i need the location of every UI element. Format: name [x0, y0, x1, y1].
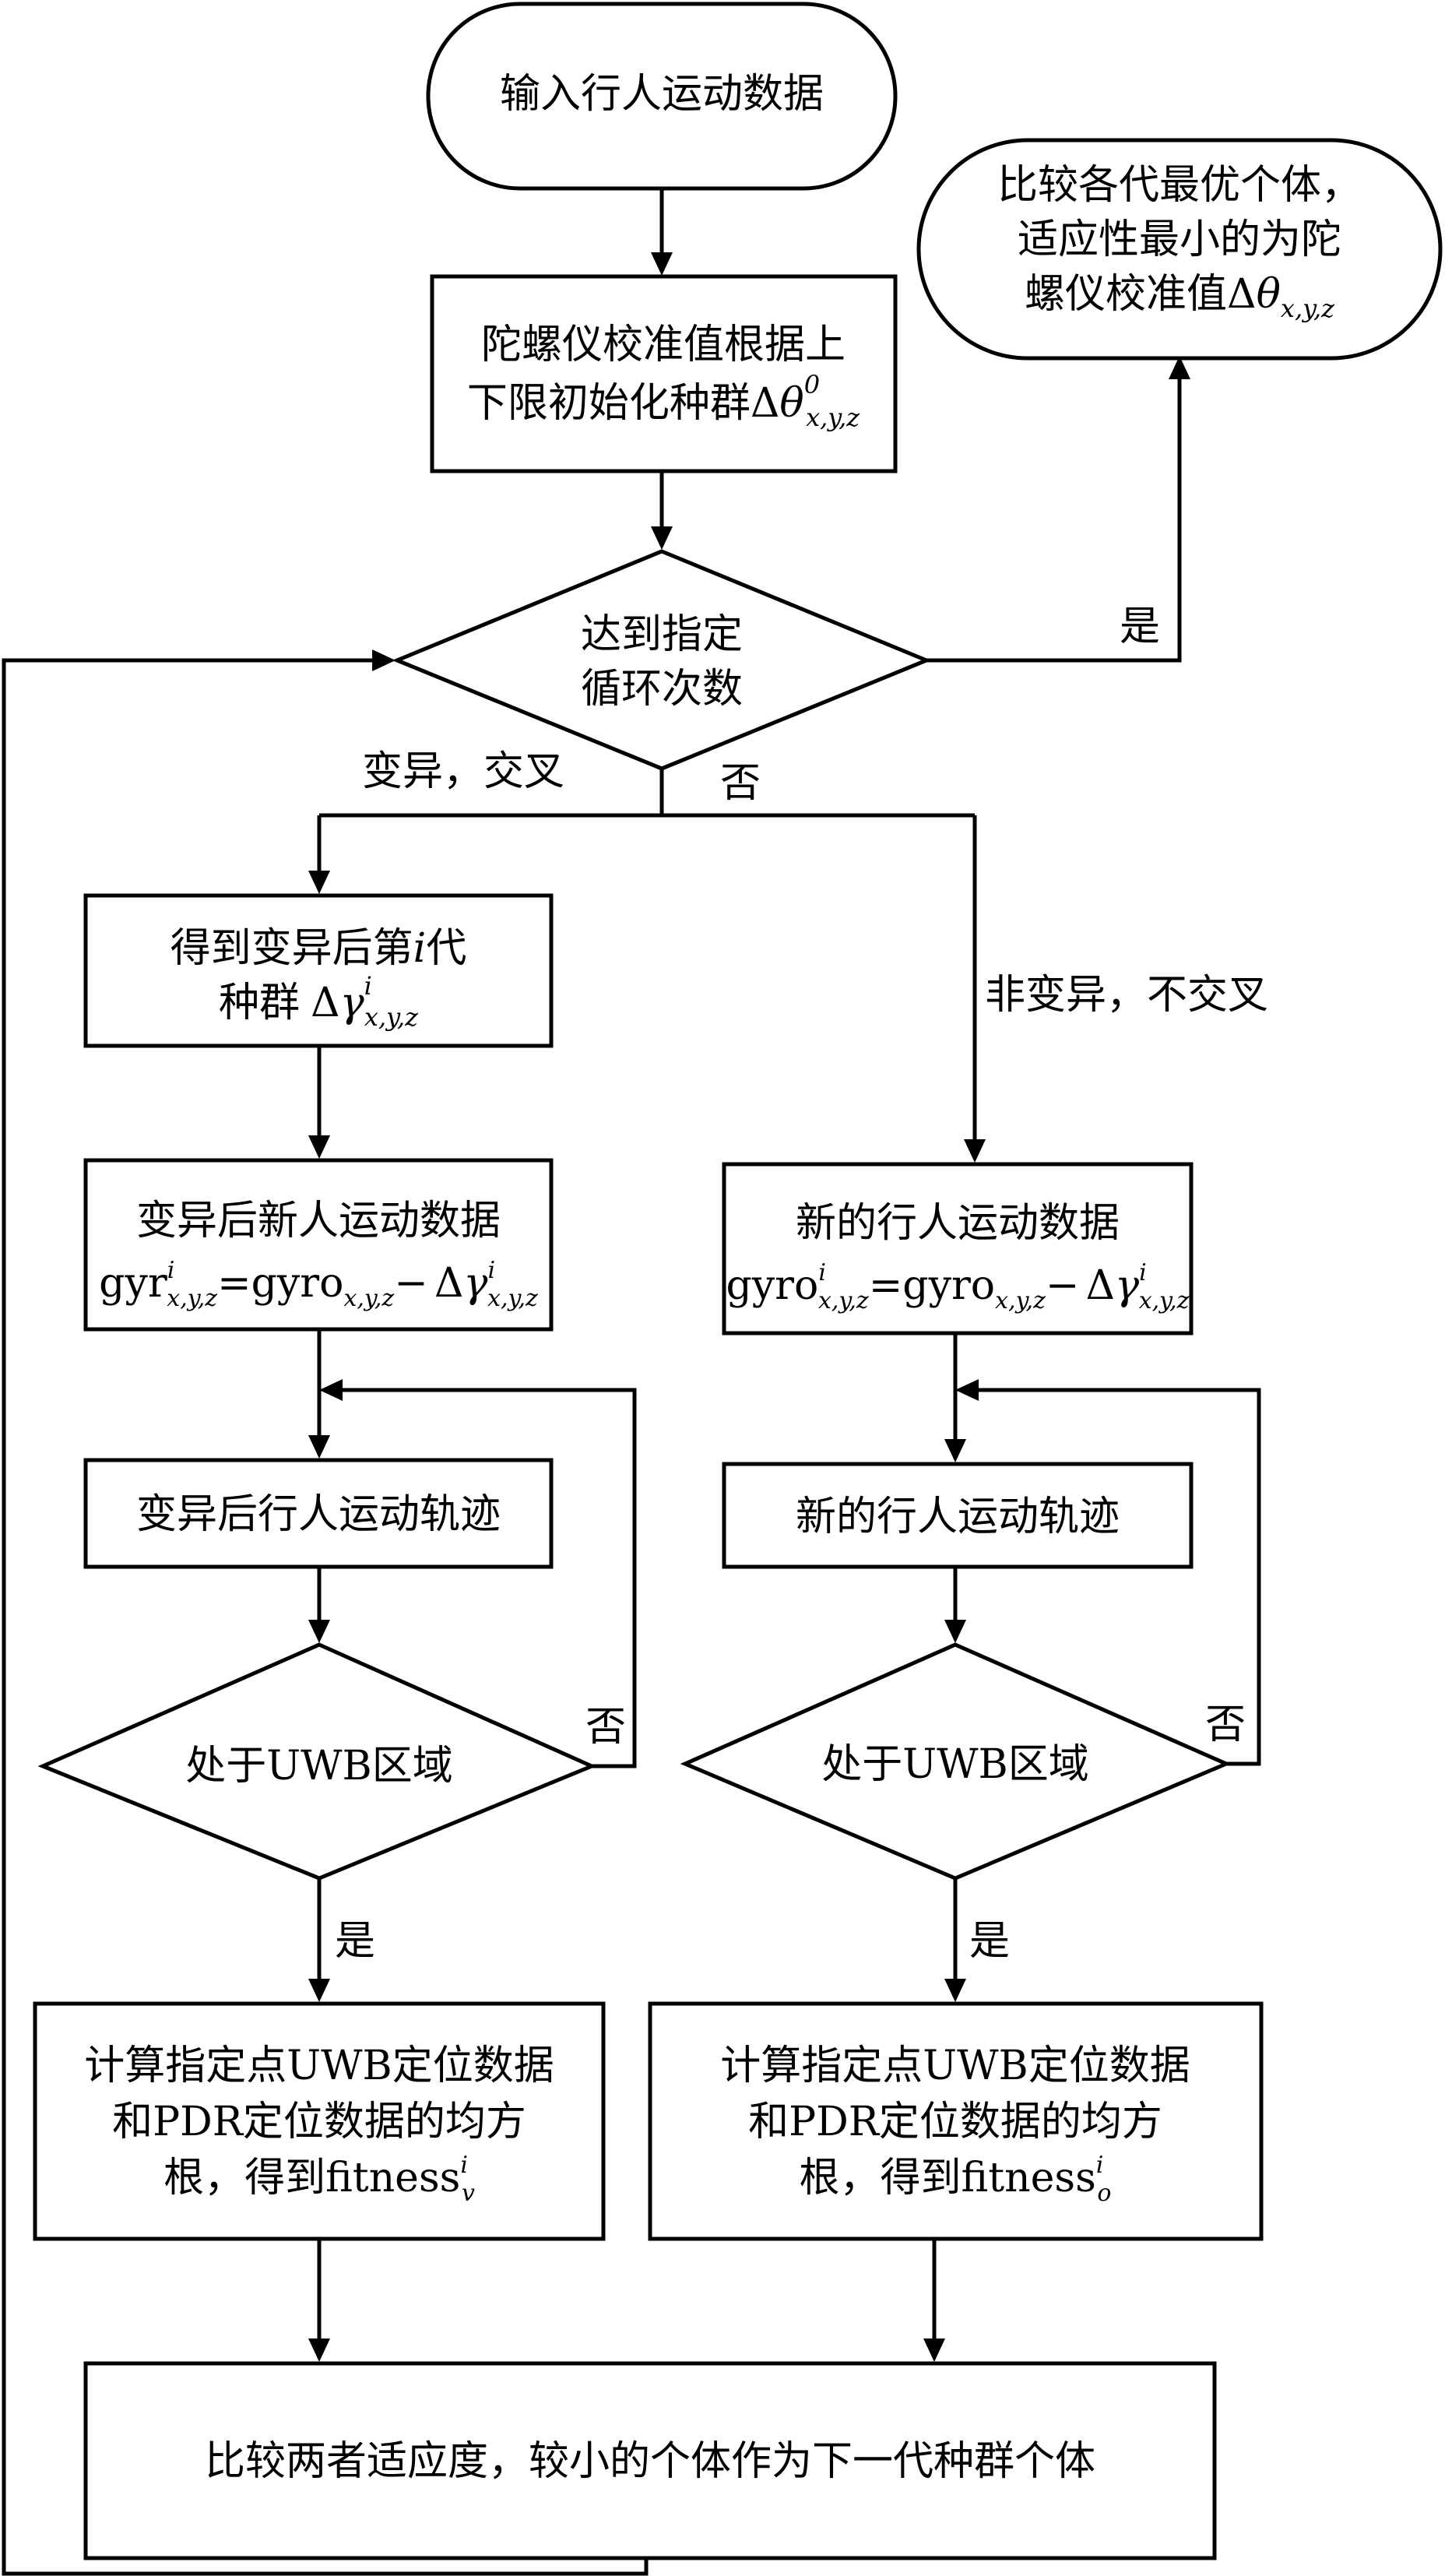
arrowhead	[1169, 356, 1190, 379]
label-yes-left: 是	[335, 1918, 375, 1965]
label-yes-right: 是	[969, 1918, 1010, 1965]
end-line2: 适应性最小的为陀	[1018, 216, 1341, 263]
mutated-traj-text: 变异后行人运动轨迹	[136, 1491, 501, 1538]
end-node: 比较各代最优个体， 适应性最小的为陀 螺仪校准值Δθx,y,z	[916, 138, 1443, 361]
label-no-mutate-cross: 非变异，不交叉	[985, 972, 1268, 1019]
mutated-data-line1: 变异后新人运动数据	[136, 1198, 501, 1244]
arrowhead	[651, 252, 673, 276]
uwb-left-decision-node: 处于UWB区域	[37, 1642, 597, 1881]
loop-decision-node: 达到指定 循环次数	[392, 549, 932, 771]
arrowhead	[923, 2338, 945, 2362]
arrowhead	[964, 1139, 986, 1163]
edge-uwb-left-no	[339, 1388, 637, 1768]
edge-labels: 是 否 变异，交叉 非变异，不交叉 否 否 是 是	[335, 604, 1268, 1965]
new-traj-node: 新的行人运动轨迹	[722, 1462, 1194, 1569]
compare-node: 比较两者适应度，较小的个体作为下一代种群个体	[83, 2361, 1217, 2560]
compare-text: 比较两者适应度，较小的个体作为下一代种群个体	[205, 2438, 1095, 2485]
arrowhead	[308, 1435, 330, 1459]
arrowhead	[319, 1379, 343, 1401]
label-yes-top: 是	[1120, 604, 1160, 650]
arrowhead	[944, 1979, 966, 2002]
rms-right-line2: 和PDR定位数据的均方	[748, 2099, 1162, 2145]
arrowhead	[372, 649, 396, 671]
arrowhead	[308, 871, 330, 894]
loop-decision-line1: 达到指定	[581, 611, 743, 658]
rms-left-line1: 计算指定点UWB定位数据	[84, 2043, 554, 2089]
mutated-traj-node: 变异后行人运动轨迹	[83, 1458, 554, 1569]
rms-right-line1: 计算指定点UWB定位数据	[720, 2043, 1190, 2089]
start-node: 输入行人运动数据	[426, 2, 898, 191]
end-line1: 比较各代最优个体，	[997, 162, 1362, 209]
label-no-left: 否	[585, 1704, 626, 1751]
new-data-line1: 新的行人运动数据	[796, 1200, 1120, 1247]
arrowhead	[308, 1135, 330, 1159]
connectors	[2, 188, 1261, 2576]
init-line1: 陀螺仪校准值根据上	[481, 322, 846, 368]
loop-decision-line2: 循环次数	[581, 666, 743, 713]
label-no-right: 否	[1205, 1701, 1246, 1748]
arrowheads	[308, 252, 1190, 2362]
label-mutate-cross: 变异，交叉	[362, 748, 564, 795]
edge-uwb-right-no	[976, 1388, 1261, 1766]
uwb-right-decision-node: 处于UWB区域	[680, 1642, 1232, 1881]
arrowhead	[955, 1379, 979, 1401]
mutated-pop-line1: 得到变异后第i代	[171, 925, 467, 972]
arrowhead	[944, 1620, 966, 1643]
uwb-right-text: 处于UWB区域	[821, 1741, 1089, 1788]
uwb-left-text: 处于UWB区域	[185, 1743, 453, 1789]
rms-left-line2: 和PDR定位数据的均方	[112, 2099, 526, 2145]
end-line3: 螺仪校准值Δθx,y,z	[1025, 271, 1335, 323]
arrowhead	[308, 1979, 330, 2002]
label-no-center: 否	[720, 760, 761, 807]
edge-decision-yes-end	[926, 374, 1182, 663]
arrowhead	[308, 1620, 330, 1643]
edge-compare-loop	[2, 658, 649, 2576]
start-text: 输入行人运动数据	[500, 71, 824, 118]
arrowhead	[651, 526, 673, 550]
arrowhead	[308, 2338, 330, 2362]
new-traj-text: 新的行人运动轨迹	[796, 1494, 1120, 1540]
arrowhead	[944, 1439, 966, 1462]
